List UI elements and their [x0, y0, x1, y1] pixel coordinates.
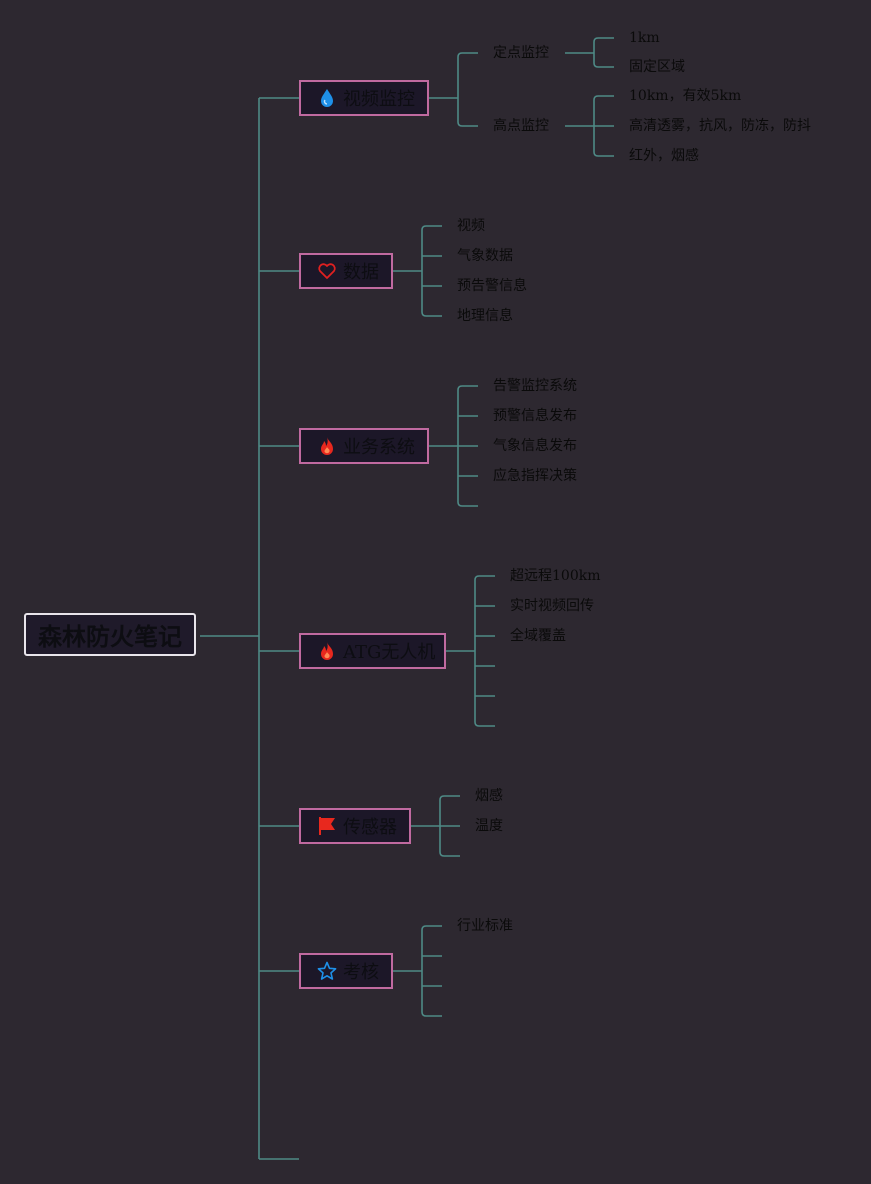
fire-icon: [317, 436, 337, 456]
connector-elbow: [593, 151, 614, 157]
connector-elbow: [421, 1011, 442, 1017]
connector-elbow: [474, 721, 495, 727]
connector-elbow: [593, 62, 614, 68]
branch-node[interactable]: 考核: [299, 953, 393, 989]
leaf-topic[interactable]: 超远程100km: [510, 568, 601, 584]
sub-topic[interactable]: 定点监控: [493, 45, 549, 61]
branch-label: 考核: [343, 962, 379, 983]
leaf-topic[interactable]: 气象数据: [457, 248, 513, 264]
branch-label: ATG无人机: [343, 642, 436, 663]
heart-icon: [317, 261, 337, 281]
connector-elbow: [421, 925, 442, 931]
connector-elbow: [457, 52, 478, 58]
leaf-topic[interactable]: 预警信息发布: [493, 408, 577, 424]
leaf-topic[interactable]: 温度: [475, 818, 503, 834]
leaf-topic[interactable]: 全域覆盖: [510, 628, 566, 644]
fire-icon: [317, 641, 337, 661]
sub-topic[interactable]: 高点监控: [493, 118, 549, 134]
leaf-topic[interactable]: 气象信息发布: [493, 438, 577, 454]
water-drop-icon: [317, 88, 337, 108]
connector-elbow: [457, 385, 478, 391]
connector-elbow: [439, 795, 460, 801]
connector-elbow: [421, 311, 442, 317]
branch-node[interactable]: ATG无人机: [299, 633, 446, 669]
branch-label: 传感器: [343, 817, 397, 838]
leaf-topic[interactable]: 烟感: [475, 788, 503, 804]
branch-label: 视频监控: [343, 89, 415, 110]
branch-node[interactable]: 视频监控: [299, 80, 429, 116]
branch-node[interactable]: 业务系统: [299, 428, 429, 464]
root-node[interactable]: 森林防火笔记: [24, 613, 196, 656]
connector-elbow: [593, 95, 614, 101]
connector-elbow: [421, 225, 442, 231]
leaf-topic[interactable]: 红外，烟感: [629, 148, 699, 164]
leaf-topic[interactable]: 10km，有效5km: [629, 88, 742, 104]
leaf-topic[interactable]: 告警监控系统: [493, 378, 577, 394]
leaf-topic[interactable]: 行业标准: [457, 918, 513, 934]
connector-elbow: [439, 851, 460, 857]
branch-node[interactable]: 传感器: [299, 808, 411, 844]
leaf-topic[interactable]: 应急指挥决策: [493, 468, 577, 484]
connector-elbow: [457, 121, 478, 127]
leaf-topic[interactable]: 固定区域: [629, 59, 685, 75]
flag-icon: [317, 816, 337, 836]
leaf-topic[interactable]: 实时视频回传: [510, 598, 594, 614]
leaf-topic[interactable]: 1km: [629, 30, 660, 46]
leaf-topic[interactable]: 视频: [457, 218, 485, 234]
leaf-topic[interactable]: 高清透雾，抗风，防冻，防抖: [629, 118, 811, 134]
connector-elbow: [457, 501, 478, 507]
star-icon: [317, 961, 337, 981]
branch-label: 业务系统: [343, 437, 415, 458]
leaf-topic[interactable]: 地理信息: [457, 308, 513, 324]
branch-node[interactable]: 数据: [299, 253, 393, 289]
root-label: 森林防火笔记: [38, 623, 182, 651]
connector-elbow: [474, 575, 495, 581]
connector-elbow: [593, 37, 614, 43]
leaf-topic[interactable]: 预告警信息: [457, 278, 527, 294]
branch-label: 数据: [343, 262, 379, 283]
